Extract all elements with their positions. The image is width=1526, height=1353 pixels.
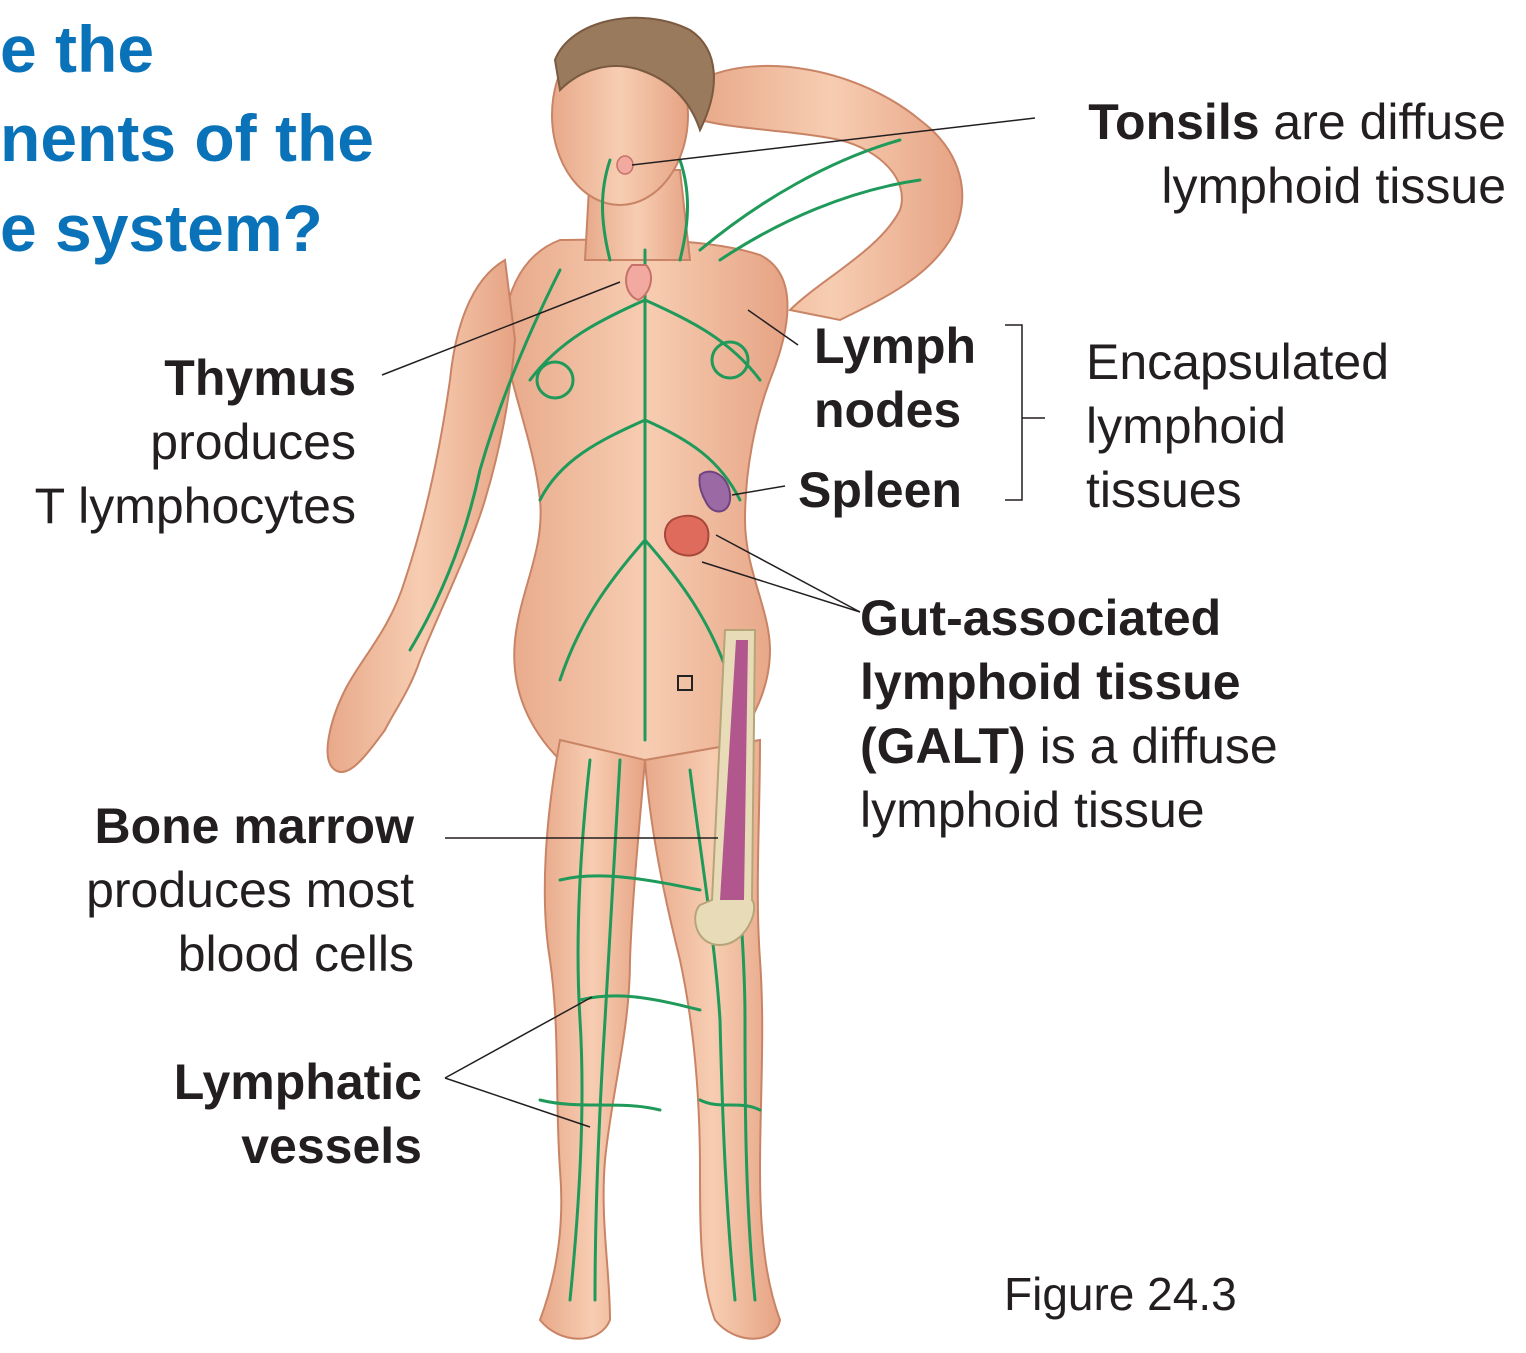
bone-marrow-label: Bone marrow produces most blood cells xyxy=(86,794,414,986)
tonsils-label-line2: lymphoid tissue xyxy=(1088,154,1506,218)
thymus-label: Thymus produces T lymphocytes xyxy=(35,346,356,538)
figure-caption: Figure 24.3 xyxy=(1004,1262,1237,1326)
thymus-label-bold: Thymus xyxy=(35,346,356,410)
galt-label-bold1: Gut-associated xyxy=(860,586,1278,650)
encapsulated-label-line2: lymphoid xyxy=(1086,394,1389,458)
spleen-label: Spleen xyxy=(798,458,962,522)
galt-label-bold3: (GALT) xyxy=(860,718,1026,774)
thymus-label-line2: produces xyxy=(35,410,356,474)
encapsulated-label-line3: tissues xyxy=(1086,458,1389,522)
encapsulated-label-line1: Encapsulated xyxy=(1086,330,1389,394)
gut-organ xyxy=(665,516,709,556)
lymphatic-vessels-label: Lymphatic vessels xyxy=(174,1050,422,1178)
tonsils-label: Tonsils are diffuse lymphoid tissue xyxy=(1088,90,1506,218)
thymus-label-line3: T lymphocytes xyxy=(35,474,356,538)
lymphatic-vessels-label-line1: Lymphatic xyxy=(174,1050,422,1114)
bone-marrow-label-line3: blood cells xyxy=(86,922,414,986)
lymphatic-vessels-label-line2: vessels xyxy=(174,1114,422,1178)
lymph-nodes-label-line2: nodes xyxy=(814,378,976,442)
lymph-nodes-label-line1: Lymph xyxy=(814,314,976,378)
tonsil-organ xyxy=(617,156,633,174)
bone-marrow-label-bold: Bone marrow xyxy=(86,794,414,858)
tonsils-label-bold: Tonsils xyxy=(1088,94,1259,150)
tonsils-label-rest: are diffuse xyxy=(1260,94,1506,150)
galt-label-rest3: is a diffuse xyxy=(1026,718,1278,774)
bone-marrow-label-line2: produces most xyxy=(86,858,414,922)
galt-label: Gut-associated lymphoid tissue (GALT) is… xyxy=(860,586,1278,842)
lymph-nodes-label: Lymph nodes xyxy=(814,314,976,442)
encapsulated-label: Encapsulated lymphoid tissues xyxy=(1086,330,1389,522)
galt-label-bold2: lymphoid tissue xyxy=(860,650,1278,714)
galt-label-line4: lymphoid tissue xyxy=(860,778,1278,842)
